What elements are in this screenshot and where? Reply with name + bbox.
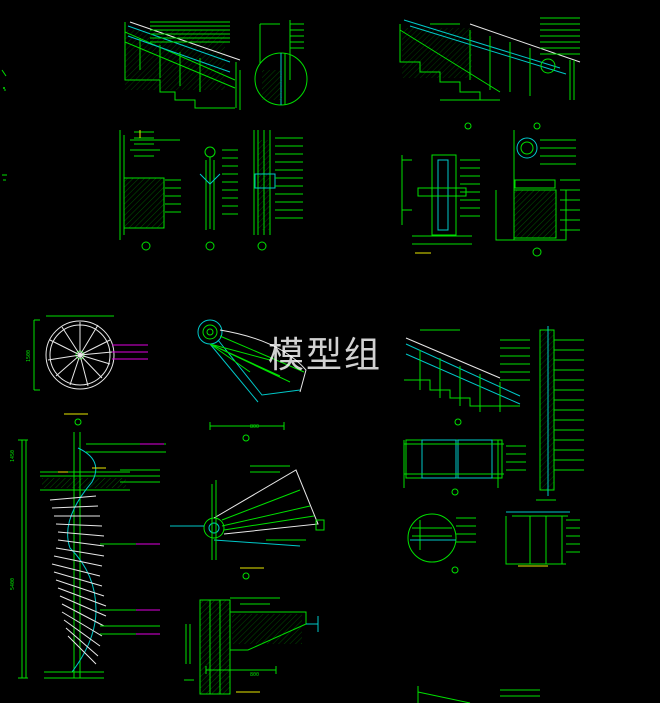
- bracket-width-label: 800: [250, 672, 259, 678]
- spiral-height-top-label: 1450: [10, 450, 16, 462]
- balustrade-elevation: [403, 326, 584, 574]
- spiral-stair-plan: [33, 315, 148, 426]
- fan-tread-plan: [197, 319, 307, 442]
- stair-section-detail-b: [399, 17, 581, 130]
- stair-section-detail-a: [124, 20, 308, 110]
- spiral-height-main-label: 5400: [10, 578, 16, 590]
- post-anchor-detail: [401, 130, 580, 257]
- plan-radius-label: 1500: [26, 350, 32, 362]
- handrail-detail-row: [119, 130, 303, 251]
- left-edge-fragment: [1, 69, 7, 181]
- fan-width-label: 800: [250, 424, 259, 430]
- fan-tread-elevation: [170, 465, 325, 695]
- watermark-text: 模型组: [268, 335, 383, 376]
- bottom-fragment: [417, 686, 540, 703]
- spiral-stair-elevation: [18, 432, 166, 679]
